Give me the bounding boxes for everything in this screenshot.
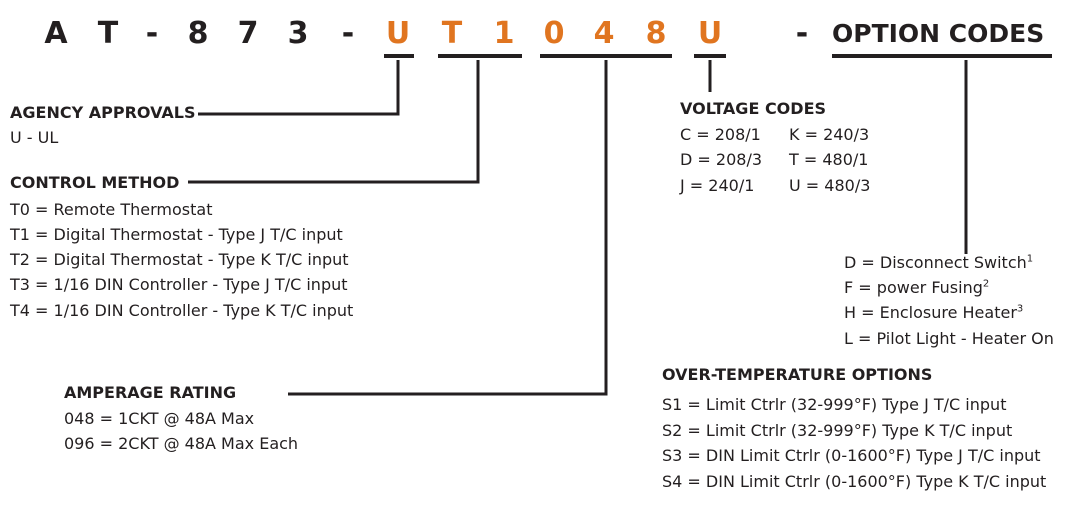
underline-amperage (540, 54, 672, 58)
control-item: T1 = Digital Thermostat - Type J T/C inp… (10, 225, 343, 244)
agency-item: U - UL (10, 128, 59, 147)
underline-agency (384, 54, 414, 58)
code-char-5: 7 (237, 16, 259, 51)
overtemp-item: S3 = DIN Limit Ctrlr (0-1600°F) Type J T… (662, 446, 1041, 465)
code-char-4: 8 (187, 16, 209, 51)
option-codes-title: OPTION CODES (832, 19, 1045, 48)
code-char-14: U (697, 16, 723, 51)
voltage-item: C = 208/1 (680, 125, 761, 144)
voltage-item: U = 480/3 (789, 176, 871, 195)
overtemp-item: S1 = Limit Ctrlr (32-999°F) Type J T/C i… (662, 395, 1007, 414)
code-char-7: - (341, 16, 355, 51)
overtemp-heading: OVER-TEMPERATURE OPTIONS (662, 365, 933, 384)
voltage-heading: VOLTAGE CODES (680, 99, 827, 118)
underline-control (438, 54, 522, 58)
voltage-item: D = 208/3 (680, 150, 763, 169)
code-char-9: T (441, 16, 463, 51)
agency-heading: AGENCY APPROVALS (10, 103, 196, 122)
control-item: T3 = 1/16 DIN Controller - Type J T/C in… (10, 275, 348, 294)
code-char-10: 1 (493, 16, 515, 51)
code-char-2: T (97, 16, 119, 51)
code-char-15: - (795, 16, 809, 51)
option-item: H = Enclosure Heater3 (844, 303, 1024, 322)
option-item: L = Pilot Light - Heater On (844, 329, 1054, 348)
option-item: D = Disconnect Switch1 (844, 253, 1034, 272)
underline-voltage (694, 54, 726, 58)
code-char-11: 0 (543, 16, 565, 51)
code-char-6: 3 (287, 16, 309, 51)
voltage-item: J = 240/1 (680, 176, 755, 195)
code-char-3: - (145, 16, 159, 51)
code-char-12: 4 (593, 16, 615, 51)
amperage-item: 048 = 1CKT @ 48A Max (64, 409, 255, 428)
overtemp-item: S2 = Limit Ctrlr (32-999°F) Type K T/C i… (662, 421, 1013, 440)
amperage-item: 096 = 2CKT @ 48A Max Each (64, 434, 299, 453)
amperage-heading: AMPERAGE RATING (64, 383, 237, 402)
overtemp-item: S4 = DIN Limit Ctrlr (0-1600°F) Type K T… (662, 472, 1047, 491)
control-heading: CONTROL METHOD (10, 173, 180, 192)
agency-connector (198, 60, 400, 116)
control-item: T0 = Remote Thermostat (10, 200, 213, 219)
code-char-1: A (44, 16, 68, 51)
control-item: T2 = Digital Thermostat - Type K T/C inp… (10, 250, 349, 269)
control-connector (188, 60, 480, 184)
code-char-13: 8 (645, 16, 667, 51)
voltage-item: T = 480/1 (789, 150, 869, 169)
control-item: T4 = 1/16 DIN Controller - Type K T/C in… (10, 301, 354, 320)
option-item: F = power Fusing2 (844, 278, 990, 297)
underline-options (832, 54, 1052, 58)
amperage-connector (288, 60, 608, 396)
voltage-item: K = 240/3 (789, 125, 870, 144)
code-char-8: U (385, 16, 411, 51)
